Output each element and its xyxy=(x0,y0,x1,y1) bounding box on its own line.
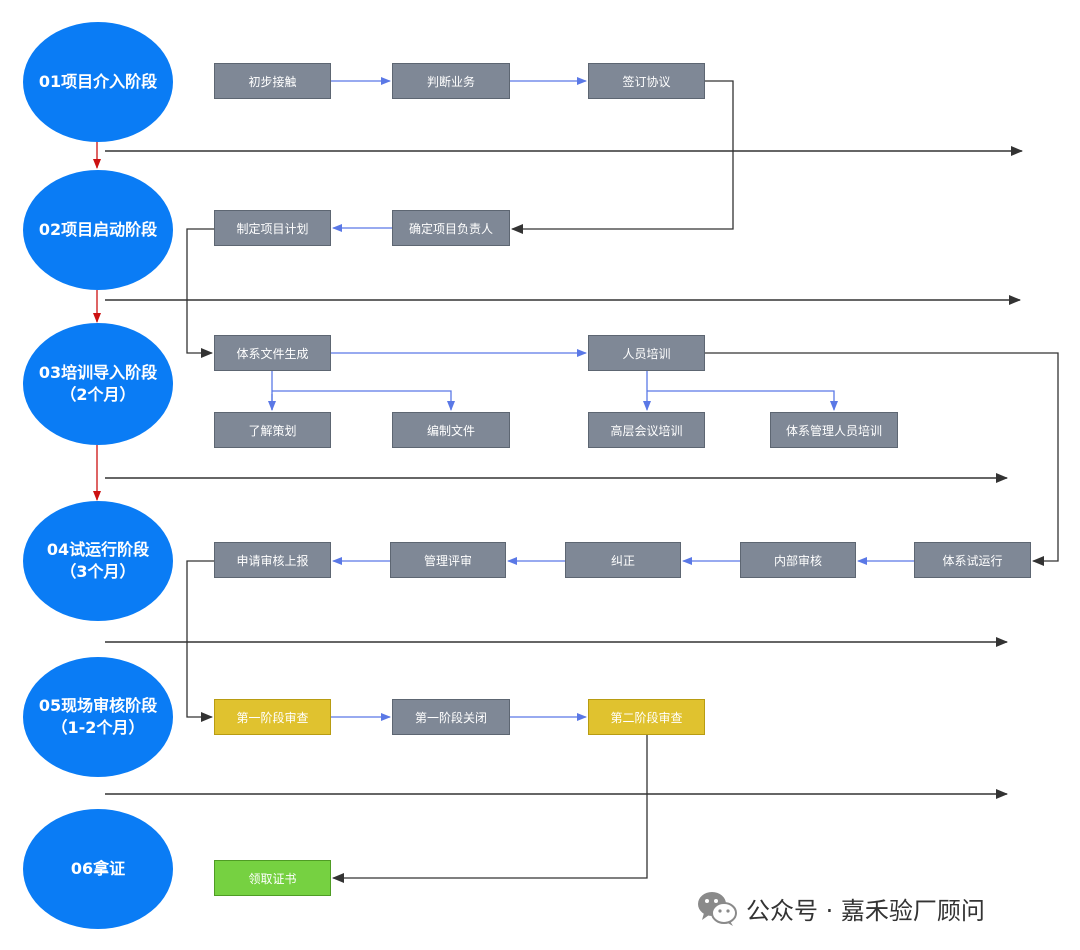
task-box-tixi-shiyunxing: 体系试运行 xyxy=(914,542,1031,578)
task-label: 判断业务 xyxy=(426,74,475,89)
task-label: 编制文件 xyxy=(426,423,475,438)
task-box-guanli-pingshen: 管理评审 xyxy=(390,542,506,578)
task-label: 管理评审 xyxy=(423,553,472,568)
stage-circle-05: 05现场审核阶段 （1-2个月） xyxy=(23,657,173,777)
task-box-gaoceng-peixun: 高层会议培训 xyxy=(588,412,705,448)
task-label: 高层会议培训 xyxy=(610,423,683,438)
stage-duration: （3个月） xyxy=(60,562,136,581)
connector-dierjieduan-lingqu xyxy=(332,735,648,883)
task-flow-arrows xyxy=(268,77,914,721)
task-box-diyi-jieduan-shencha: 第一阶段审查 xyxy=(214,699,331,735)
connector-shenqing-diyijieduan xyxy=(186,560,214,722)
task-box-chubu-jiechu: 初步接触 xyxy=(214,63,331,99)
task-box-jiuzheng: 纠正 xyxy=(565,542,681,578)
arrow-renyuan-tiximgmt xyxy=(647,390,838,411)
stage-circle-03: 03培训导入阶段 （2个月） xyxy=(23,323,173,445)
stage-duration: （2个月） xyxy=(60,385,136,404)
arrow-tixiwenjian-bianzhi xyxy=(272,390,455,411)
stage-label: 06拿证 xyxy=(70,859,126,878)
stage-label: 05现场审核阶段 xyxy=(38,696,158,715)
task-box-dier-jieduan-shencha: 第二阶段审查 xyxy=(588,699,705,735)
task-box-tixi-guanli-peixun: 体系管理人员培训 xyxy=(770,412,898,448)
task-label: 第二阶段审查 xyxy=(610,710,683,725)
task-box-tixi-wenjian: 体系文件生成 xyxy=(214,335,331,371)
watermark: 公众号 · 嘉禾验厂顾问 xyxy=(696,886,985,930)
task-label: 签订协议 xyxy=(622,74,671,89)
task-box-shenqing-shenhe: 申请审核上报 xyxy=(214,542,331,578)
task-box-zhiding-jihua: 制定项目计划 xyxy=(214,210,331,246)
stage-circle-04: 04试运行阶段 （3个月） xyxy=(23,501,173,621)
stage-label: 02项目启动阶段 xyxy=(38,220,158,239)
task-label: 第一阶段关闭 xyxy=(414,710,487,725)
cross-stage-connectors xyxy=(186,80,1059,883)
task-label: 制定项目计划 xyxy=(236,221,309,236)
task-label: 初步接触 xyxy=(248,74,297,89)
timeline-arrows xyxy=(105,146,1023,799)
stage-label: 03培训导入阶段 xyxy=(38,363,158,382)
watermark-text: 公众号 · 嘉禾验厂顾问 xyxy=(746,896,985,925)
stage-circle-02: 02项目启动阶段 xyxy=(23,170,173,290)
task-label: 领取证书 xyxy=(248,871,297,886)
stage-label: 01项目介入阶段 xyxy=(38,72,158,91)
task-label: 申请审核上报 xyxy=(236,553,309,568)
stage-circle-01: 01项目介入阶段 xyxy=(23,22,173,142)
task-label: 体系文件生成 xyxy=(236,346,309,361)
task-box-qianding-xieyi: 签订协议 xyxy=(588,63,705,99)
stage-label: 04试运行阶段 xyxy=(46,540,150,559)
task-box-liaojie-cehua: 了解策划 xyxy=(214,412,331,448)
task-label: 内部审核 xyxy=(773,553,822,568)
task-label: 人员培训 xyxy=(622,346,671,361)
task-label: 纠正 xyxy=(610,553,635,568)
task-box-panduan-yewu: 判断业务 xyxy=(392,63,510,99)
connector-zhiding-tixiwenjian xyxy=(186,228,214,358)
task-box-lingqu-zhengshu: 领取证书 xyxy=(214,860,331,896)
task-label: 了解策划 xyxy=(248,423,297,438)
task-box-neibu-shenhe: 内部审核 xyxy=(740,542,856,578)
task-box-bianzhi-wenjian: 编制文件 xyxy=(392,412,510,448)
task-box-queding-fuzeren: 确定项目负责人 xyxy=(392,210,510,246)
task-box-renyuan-peixun: 人员培训 xyxy=(588,335,705,371)
connector-renyuan-shiyunxing xyxy=(705,352,1059,566)
stage-duration: （1-2个月） xyxy=(51,718,145,737)
task-label: 确定项目负责人 xyxy=(408,221,493,236)
stage-circle-06: 06拿证 xyxy=(23,809,173,929)
task-label: 体系管理人员培训 xyxy=(785,423,882,438)
wechat-icon xyxy=(698,892,737,926)
task-box-diyi-jieduan-guanbi: 第一阶段关闭 xyxy=(392,699,510,735)
connector-qianding-queding xyxy=(511,80,734,234)
task-label: 第一阶段审查 xyxy=(236,710,309,725)
task-label: 体系试运行 xyxy=(942,553,1003,568)
